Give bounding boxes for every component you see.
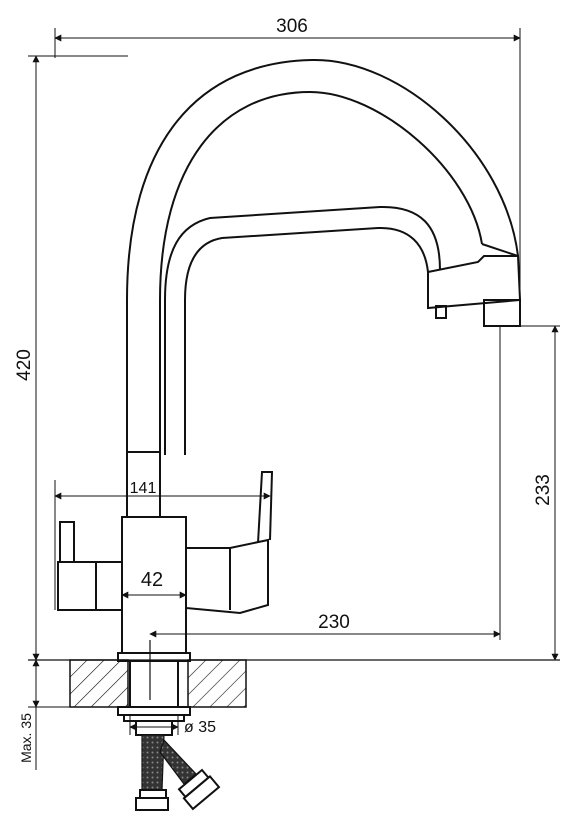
dim-lever-span: 141 [54,480,271,610]
dim-max35-label: Max. 35 [18,713,34,763]
dim-overall-width: 306 [54,16,521,320]
dim-141-label: 141 [130,480,157,497]
countertop-section [28,659,560,708]
dim-306-label: 306 [276,16,308,37]
dim-max-thickness: Max. 35 [18,659,118,770]
faucet-body [57,451,274,662]
dim-233-label: 233 [533,474,554,506]
dim-230-label: 230 [318,612,350,633]
dim-spout-reach: 230 [149,326,501,640]
dim-overall-height: 420 [14,55,128,661]
dim-420-label: 420 [14,349,35,381]
dim-35-label: ø 35 [184,719,216,736]
dim-body-width: 42 [121,569,187,599]
dim-42-label: 42 [141,569,163,591]
dim-hole-diameter: ø 35 [129,715,216,736]
dim-spout-height: 233 [500,325,560,661]
spout [126,58,522,455]
